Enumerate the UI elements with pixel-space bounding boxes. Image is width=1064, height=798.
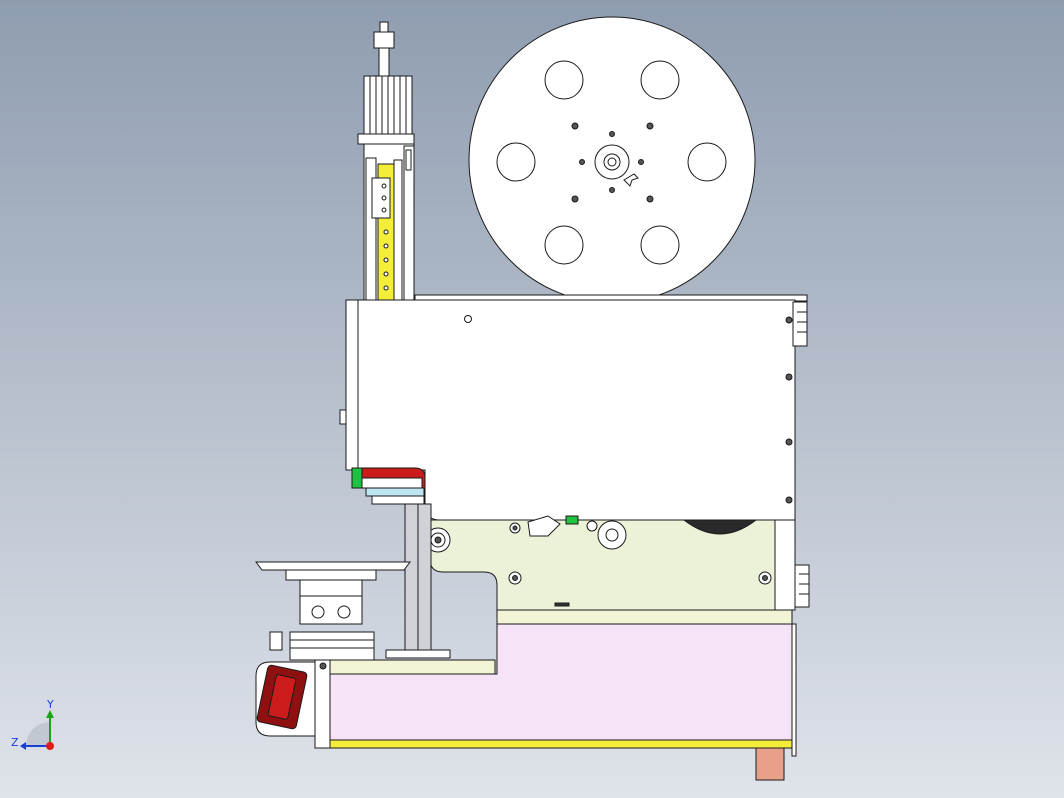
motor-block (357, 75, 415, 145)
z-axis-label: Z (11, 736, 19, 749)
z-axis-arrow-head (20, 742, 26, 750)
linear-guide (363, 143, 415, 301)
support-column (385, 503, 451, 659)
sensor-clamp (255, 661, 316, 737)
peel-plate-parts (351, 467, 426, 505)
label-reel (468, 16, 756, 304)
x-axis-dot (46, 742, 54, 750)
lower-mechanism-plate (425, 515, 810, 611)
triad-backplate (26, 722, 50, 746)
axis-triad[interactable]: Y Z (11, 698, 54, 750)
y-axis-label: Y (46, 698, 54, 711)
y-axis-arrow-head (46, 710, 54, 718)
machine-base (314, 609, 797, 781)
top-screw-shaft (373, 21, 395, 77)
product-tray (255, 561, 411, 661)
machine-assembly[interactable] (255, 16, 810, 781)
